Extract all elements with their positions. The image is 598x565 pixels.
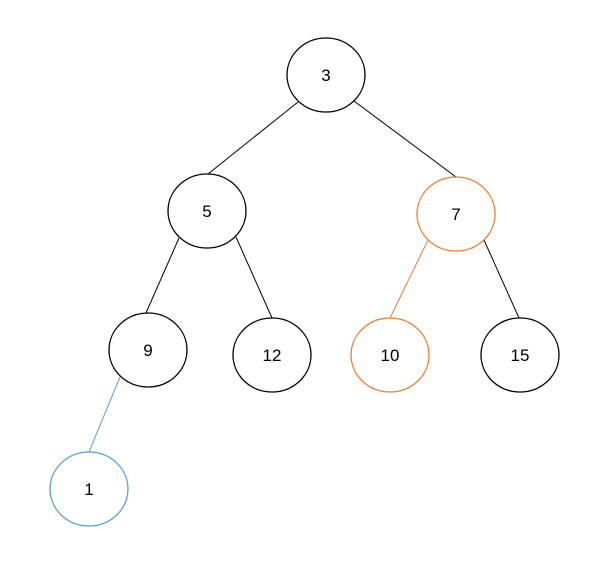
edges-layer	[88, 100, 520, 453]
node-label: 3	[321, 66, 330, 85]
tree-node-10: 10	[350, 317, 430, 393]
edge-3-to-7	[353, 100, 457, 178]
edge-7-to-15	[483, 239, 520, 319]
tree-node-3: 3	[286, 37, 366, 113]
tree-node-7: 7	[416, 176, 496, 252]
tree-node-1: 1	[49, 451, 129, 527]
node-circle	[350, 317, 430, 393]
node-circle	[49, 451, 129, 527]
node-circle	[232, 317, 312, 393]
node-circle	[167, 173, 247, 249]
edge-3-to-5	[207, 101, 299, 175]
node-circle	[286, 37, 366, 113]
node-label: 9	[143, 341, 152, 360]
edge-9-to-1	[88, 376, 121, 453]
node-label: 10	[381, 346, 400, 365]
tree-node-15: 15	[480, 317, 560, 393]
node-label: 12	[263, 346, 282, 365]
node-label: 7	[451, 205, 460, 224]
tree-node-5: 5	[167, 173, 247, 249]
node-label: 5	[202, 202, 211, 221]
tree-node-12: 12	[232, 317, 312, 393]
edge-7-to-10	[389, 239, 429, 319]
nodes-layer: 3 5 7 9 12 10 15 1	[49, 37, 560, 527]
node-circle	[416, 176, 496, 252]
node-circle	[108, 312, 188, 388]
edge-5-to-9	[145, 237, 180, 314]
tree-node-9: 9	[108, 312, 188, 388]
node-label: 15	[511, 346, 530, 365]
node-label: 1	[84, 480, 93, 499]
node-circle	[480, 317, 560, 393]
edge-5-to-12	[235, 236, 273, 319]
